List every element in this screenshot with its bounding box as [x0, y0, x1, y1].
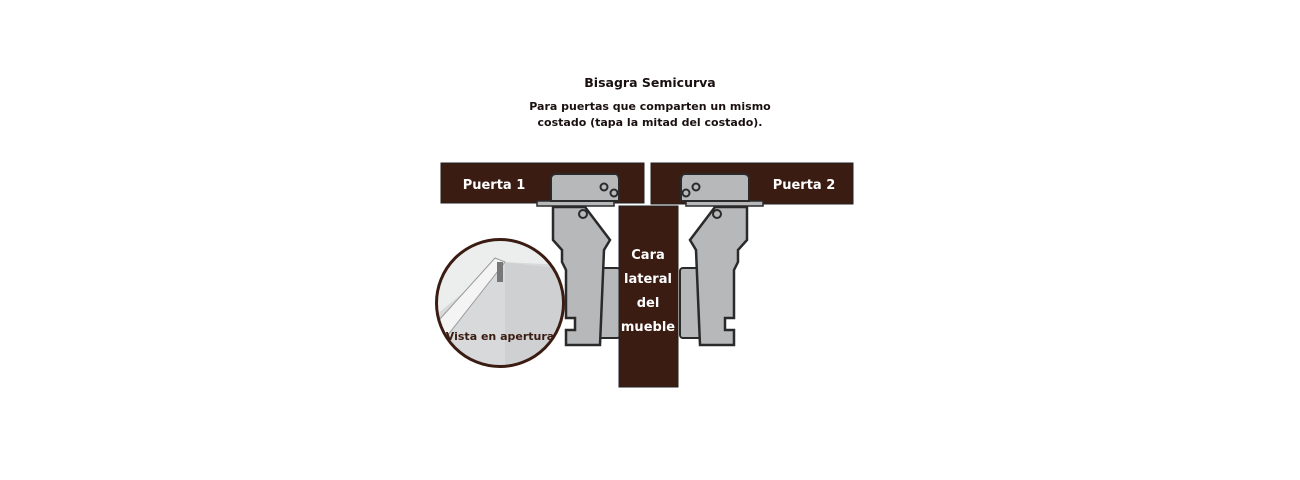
- diagram-title: Bisagra Semicurva: [584, 75, 716, 90]
- side-label-line-3: del: [637, 296, 660, 311]
- door-2-label: Puerta 2: [773, 178, 836, 193]
- side-label-line-2: lateral: [624, 272, 672, 287]
- cabinet-side-panel: [618, 205, 679, 388]
- door-1-label: Puerta 1: [463, 178, 526, 193]
- side-label-line-1: Cara: [631, 248, 665, 263]
- opening-detail-photo: Vista en apertura: [435, 238, 565, 368]
- side-label-line-4: mueble: [621, 320, 675, 335]
- diagram-subtitle-line-2: costado (tapa la mitad del costado).: [537, 116, 763, 129]
- detail-label: Vista en apertura: [446, 330, 554, 343]
- diagram-subtitle-line-1: Para puertas que comparten un mismo: [529, 100, 771, 113]
